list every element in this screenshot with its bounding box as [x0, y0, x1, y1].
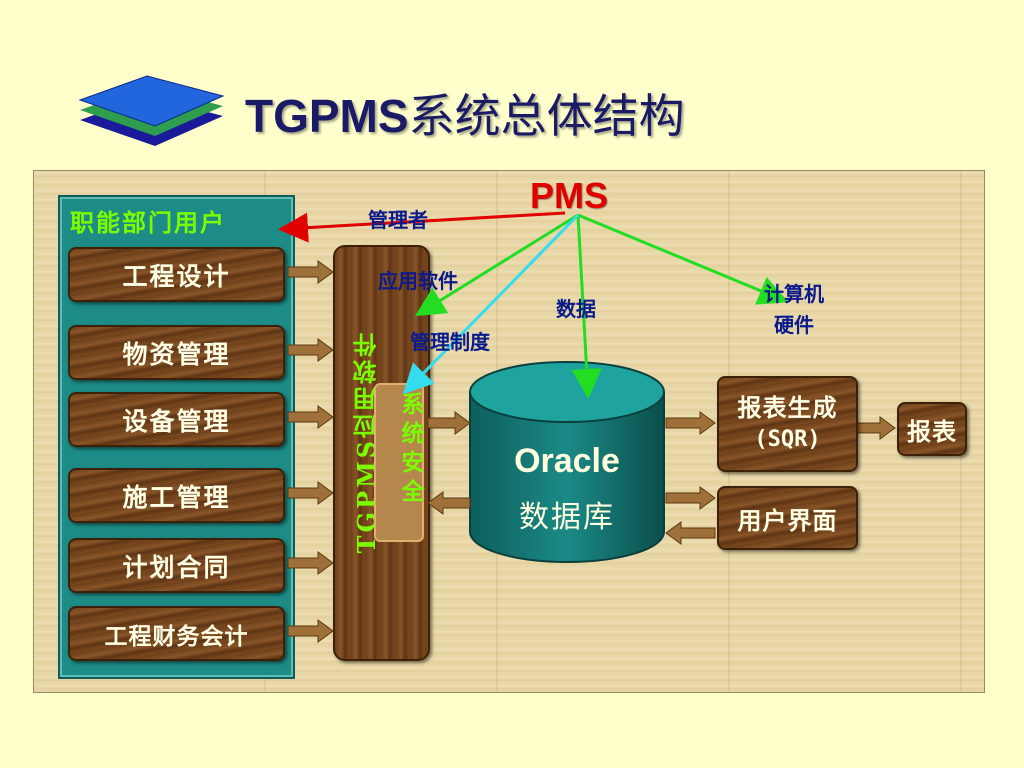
- dept-finance-accounting: 工程财务会计: [68, 606, 285, 661]
- security-block: [374, 383, 424, 542]
- report-generation-sqr: (SQR): [754, 427, 821, 452]
- pms-label: PMS: [530, 175, 609, 216]
- database-name: Oracle: [514, 442, 620, 480]
- stacked-layers-icon: [78, 75, 225, 146]
- departments-title: 职能部门用户: [70, 208, 226, 237]
- dept-construction-management: 施工管理: [68, 468, 285, 523]
- database-subtitle: 数据库: [519, 500, 615, 535]
- user-interface-box: 用户界面: [717, 486, 858, 550]
- oracle-database-cylinder: [469, 361, 665, 563]
- report-box: 报表: [897, 402, 967, 456]
- label-hardware-1: 计算机: [764, 282, 824, 306]
- report-generation-box: 报表生成 (SQR): [717, 376, 858, 472]
- label-data: 数据: [556, 297, 596, 321]
- dept-equipment-management: 设备管理: [68, 392, 285, 447]
- label-mgmt-system: 管理制度: [410, 330, 490, 354]
- report-generation-label: 报表生成: [737, 393, 838, 422]
- dept-engineering-design: 工程设计: [68, 247, 285, 302]
- label-app-software: 应用软件: [378, 269, 458, 293]
- label-manager: 管理者: [368, 208, 428, 232]
- label-hardware-2: 硬件: [774, 313, 814, 337]
- page-title: TGPMS系统总体结构: [245, 89, 685, 143]
- dept-materials-management: 物资管理: [68, 325, 285, 380]
- dept-plan-contract: 计划合同: [68, 538, 285, 593]
- security-label: 系统安全: [397, 392, 424, 508]
